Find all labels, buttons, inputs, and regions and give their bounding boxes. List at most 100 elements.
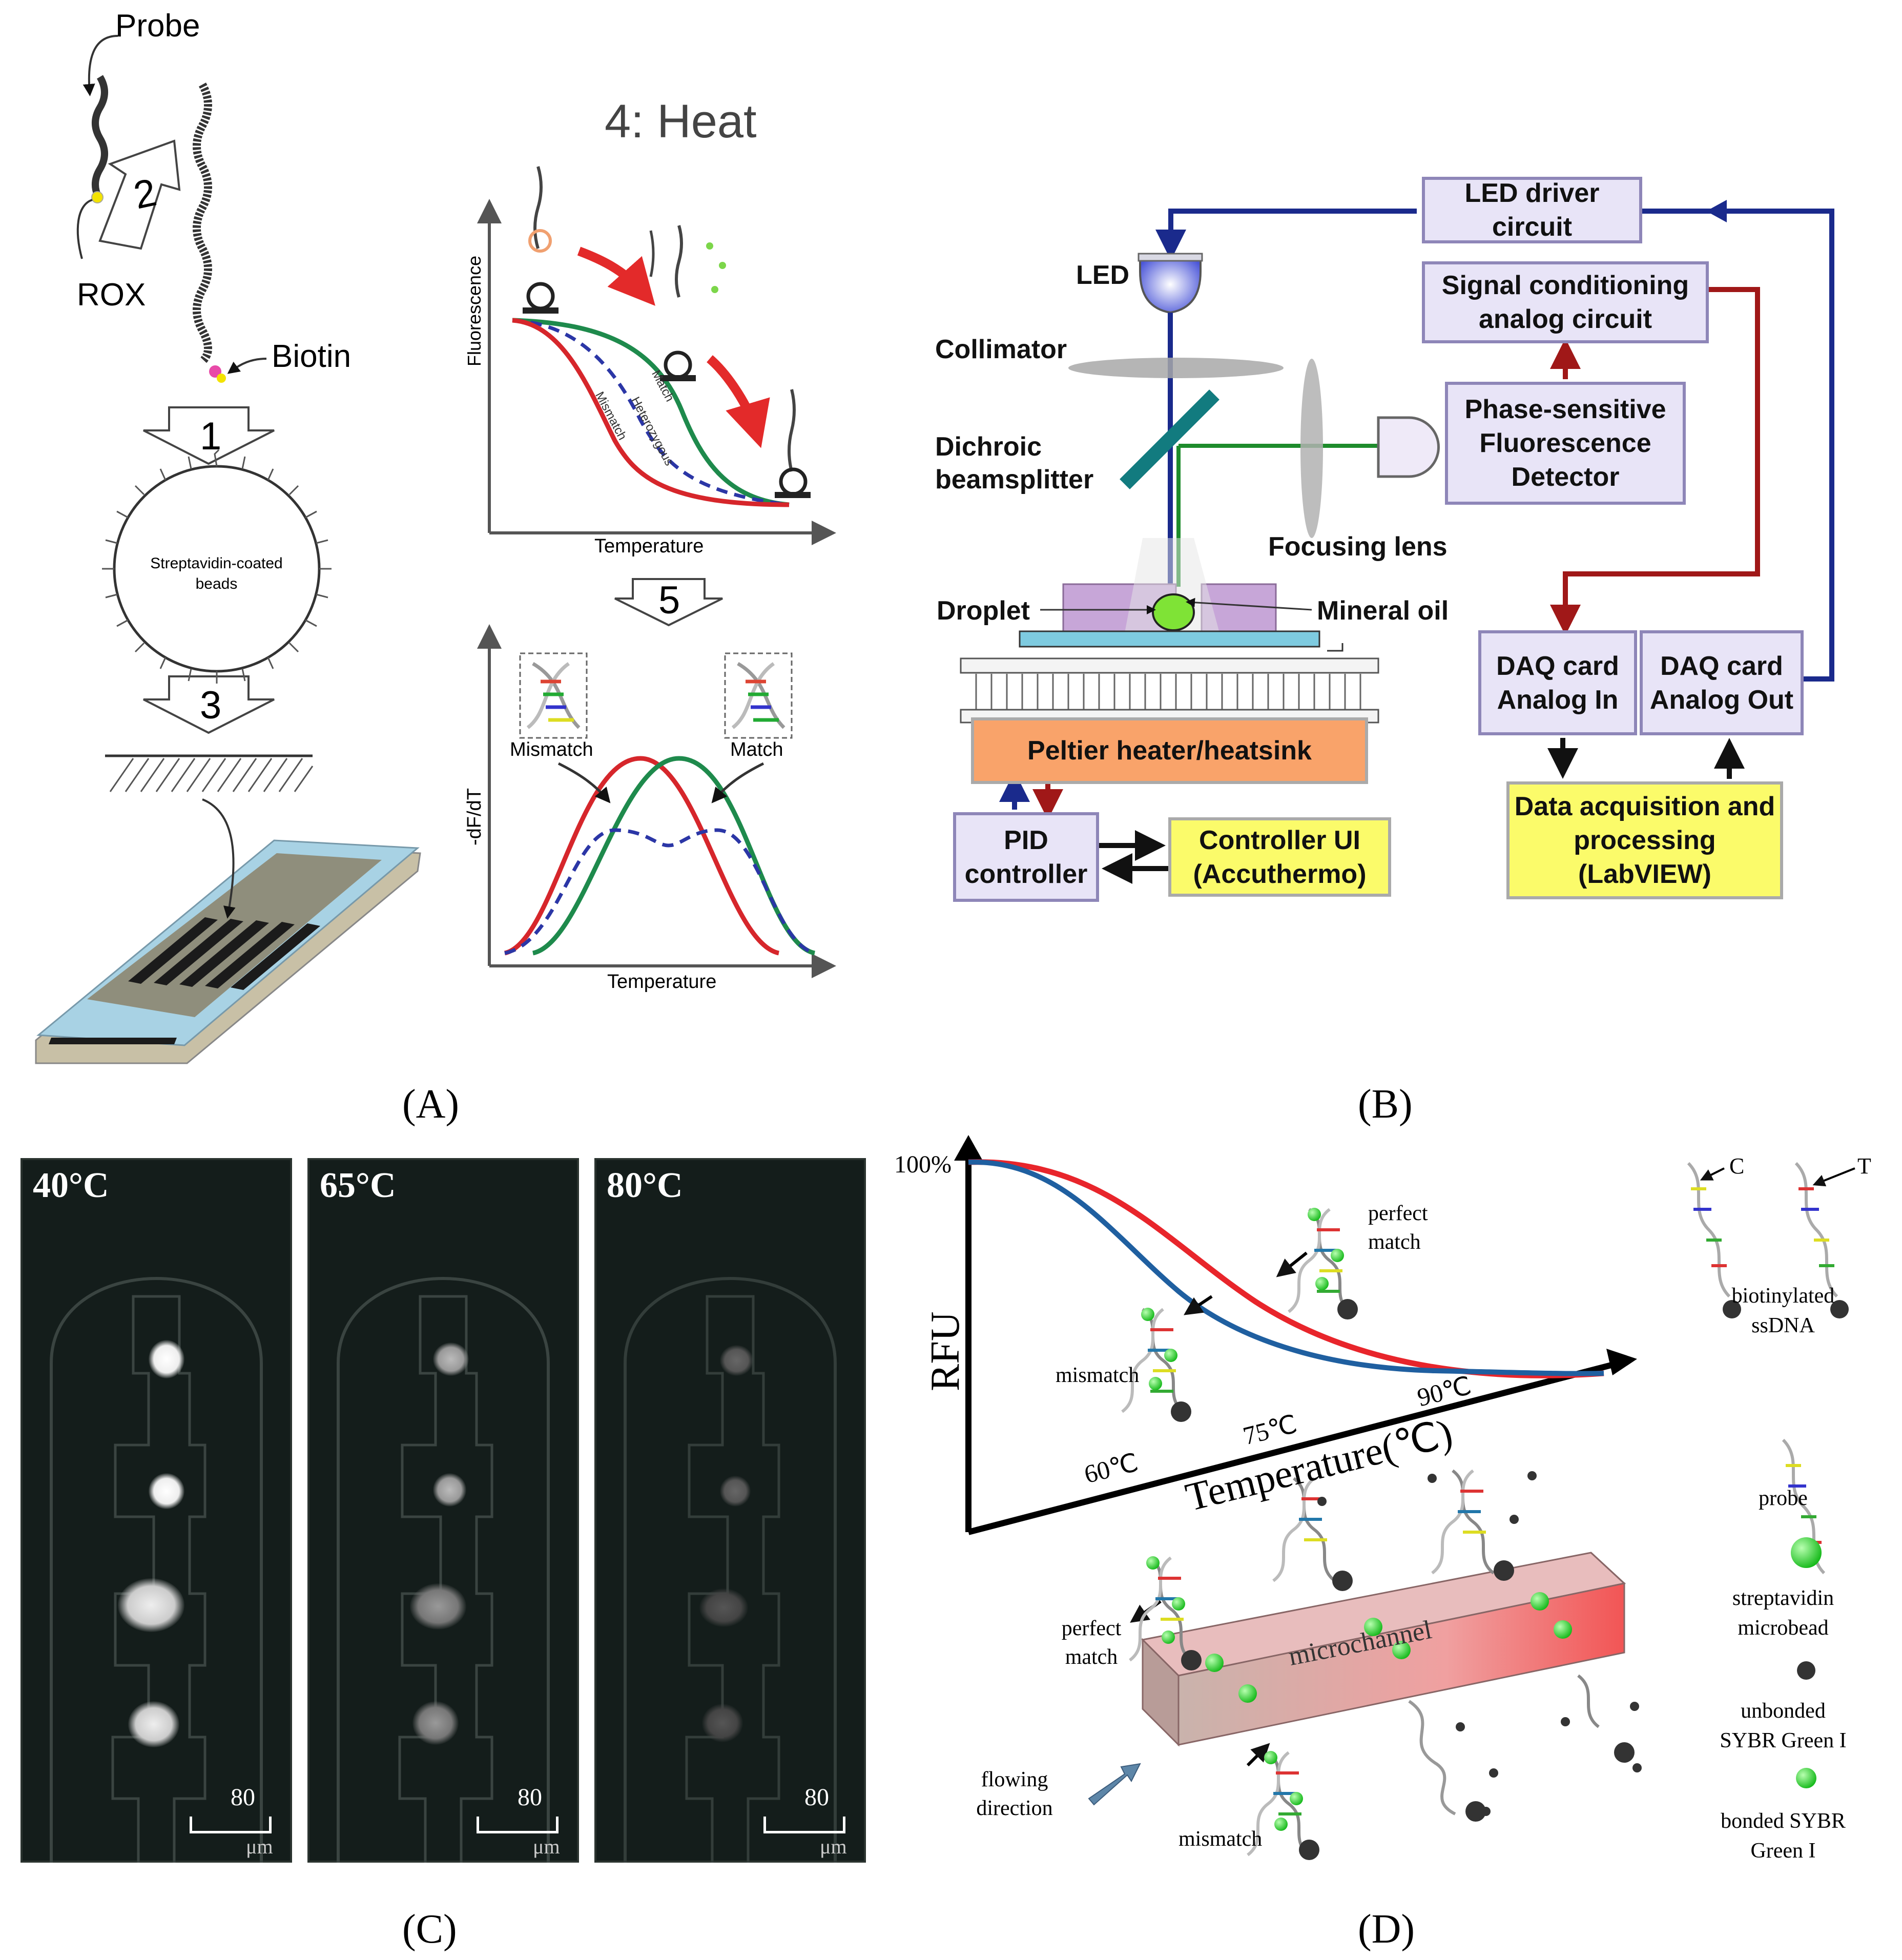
droplet xyxy=(1152,593,1195,631)
panel-label-a: (A) xyxy=(402,1082,460,1127)
dichroic-label: Dichroic beamsplitter xyxy=(935,432,1094,494)
peak-mismatch xyxy=(504,756,780,956)
collimator-lens xyxy=(1068,358,1284,378)
micrograph-40c: 40°C 80 μm xyxy=(20,1158,292,1863)
step-3-label: 3 xyxy=(200,684,222,727)
peltier-box: Peltier heater/heatsink xyxy=(971,717,1368,784)
spot xyxy=(702,1704,743,1742)
step-3-arrow xyxy=(143,675,275,734)
panel-label-c: (C) xyxy=(402,1907,457,1952)
rfu-label: RFU xyxy=(923,1311,968,1391)
pid-controller-box: PID controller xyxy=(953,812,1099,902)
scale-unit: μm xyxy=(533,1835,560,1858)
flow-direction-label: flowing direction xyxy=(976,1768,1053,1820)
spot xyxy=(410,1583,466,1629)
legend-microbead: streptavidin microbead xyxy=(1732,1586,1834,1640)
step-1-arrow xyxy=(143,406,275,465)
spot xyxy=(118,1578,184,1632)
perfect-match-label-2: perfect match xyxy=(1061,1617,1122,1669)
signal-conditioning-box: Signal conditioning analog circuit xyxy=(1422,261,1709,343)
bead-label: Streptavidin-coated beads xyxy=(150,555,283,592)
mismatch-label-2: mismatch xyxy=(1179,1827,1263,1851)
spot xyxy=(412,1701,459,1745)
scale-bar xyxy=(477,1817,559,1833)
legend-mark-t: T xyxy=(1857,1153,1871,1179)
biotin-dot xyxy=(209,365,221,378)
spot xyxy=(433,1473,466,1507)
legend-streptavidin-bead xyxy=(1791,1537,1822,1568)
scale-value: 80 xyxy=(804,1784,829,1811)
panel-a-graphics xyxy=(35,35,836,1064)
scale-bar xyxy=(190,1817,272,1833)
controller-ui-box: Controller UI (Accuthermo) xyxy=(1168,817,1391,897)
temp-label-40: 40°C xyxy=(33,1166,109,1205)
micrograph-80c: 80°C 80 μm xyxy=(594,1158,866,1863)
panel-label-d: (D) xyxy=(1358,1907,1415,1952)
match-label: Match xyxy=(730,739,783,760)
spot xyxy=(433,1343,469,1376)
mismatch-label-d: mismatch xyxy=(1056,1364,1140,1387)
curve-match xyxy=(512,318,790,507)
scale-unit: μm xyxy=(820,1835,847,1858)
target-strand xyxy=(193,82,212,364)
bottom-graph-xlabel: Temperature xyxy=(607,971,717,993)
legend-mark-c: C xyxy=(1729,1153,1745,1179)
spot xyxy=(720,1476,751,1507)
panel-label-b: (B) xyxy=(1358,1082,1413,1127)
y-max-label: 100% xyxy=(894,1151,952,1178)
curve-mismatch-d xyxy=(968,1159,1604,1376)
top-graph-ylabel: Fluorescence xyxy=(464,255,485,366)
led-label: LED xyxy=(1076,260,1129,290)
peak-match xyxy=(532,756,816,956)
droplet-label: Droplet xyxy=(937,596,1030,626)
legend-bonded: bonded SYBR Green I xyxy=(1721,1809,1846,1863)
temp-label-65: 65°C xyxy=(320,1166,396,1205)
legend-unbonded: unbonded SYBR Green I xyxy=(1720,1699,1847,1752)
spot xyxy=(149,1340,184,1378)
legend-unbonded-sybr xyxy=(1797,1661,1815,1680)
temperature-axis xyxy=(967,1360,1620,1535)
step-5-label: 5 xyxy=(658,579,680,622)
legend-probe: probe xyxy=(1759,1487,1808,1510)
step-2-arrow xyxy=(98,139,181,250)
step-5-arrow xyxy=(614,578,723,627)
spot xyxy=(699,1588,748,1627)
photodetector xyxy=(1377,416,1440,478)
temp-label-80: 80°C xyxy=(607,1166,683,1205)
mismatch-label: Mismatch xyxy=(510,739,593,760)
scale-value: 80 xyxy=(231,1784,255,1811)
panel-b-graphics xyxy=(960,200,1834,884)
legend-ssdna: biotinylated ssDNA xyxy=(1731,1284,1835,1337)
spot xyxy=(149,1473,184,1509)
led-source xyxy=(1139,255,1202,314)
probe-strand xyxy=(92,75,108,202)
step-1-label: 1 xyxy=(200,415,222,458)
peak-hetero xyxy=(504,828,816,955)
probe-label: Probe xyxy=(115,8,200,44)
mineral-oil-label: Mineral oil xyxy=(1317,596,1449,626)
daq-out-box: DAQ card Analog Out xyxy=(1640,630,1804,735)
dichroic-beamsplitter xyxy=(1120,389,1219,489)
focusing-lens xyxy=(1300,359,1323,538)
detector-box: Phase-sensitive Fluorescence Detector xyxy=(1445,382,1686,505)
panel-d-graphics xyxy=(954,1135,1855,1860)
top-graph-xlabel: Temperature xyxy=(594,535,704,557)
focusing-lens-label: Focusing lens xyxy=(1268,532,1448,562)
scale-bar xyxy=(763,1817,845,1833)
heat-title: 4: Heat xyxy=(605,95,757,148)
daq-in-box: DAQ card Analog In xyxy=(1478,630,1637,735)
daq-processing-box: Data acquisition and processing (LabVIEW… xyxy=(1506,781,1783,899)
biotin-label: Biotin xyxy=(272,339,352,374)
led-driver-box: LED driver circuit xyxy=(1422,177,1642,243)
scale-unit: μm xyxy=(246,1835,273,1858)
spot xyxy=(720,1345,753,1376)
rox-label: ROX xyxy=(77,277,146,313)
collimator-label: Collimator xyxy=(935,335,1067,364)
legend-bonded-sybr xyxy=(1796,1768,1816,1788)
curve-hetero xyxy=(512,318,790,507)
rox-dot xyxy=(91,191,104,203)
spot xyxy=(128,1701,179,1747)
perfect-match-label: perfect match xyxy=(1368,1202,1428,1254)
curve-mismatch xyxy=(512,318,790,507)
